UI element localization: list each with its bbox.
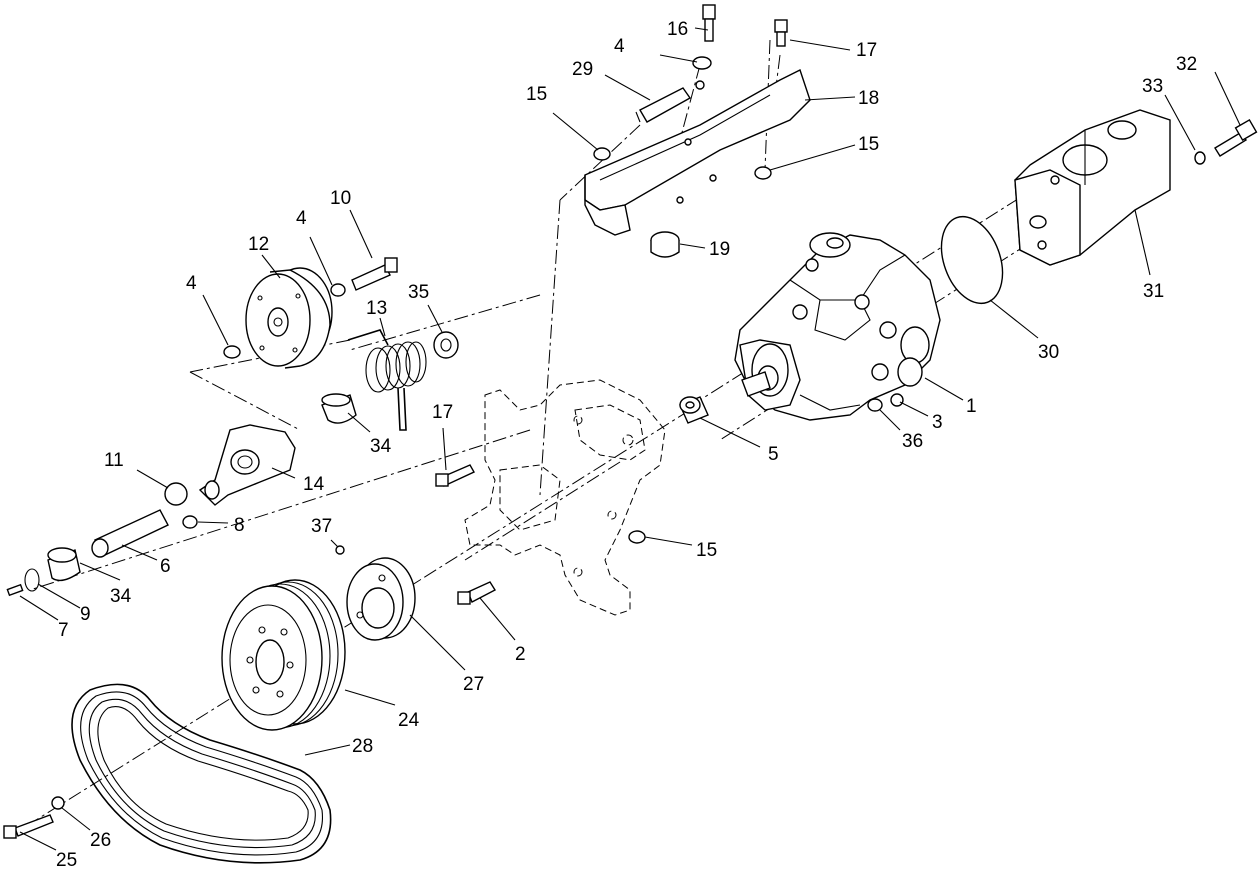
callout-1: 1	[966, 396, 977, 417]
part-6-pivot-shaft	[91, 509, 169, 558]
part-31-motor-cylinder	[1014, 109, 1171, 266]
callout-34-lower: 34	[110, 586, 132, 607]
callout-31: 31	[1143, 281, 1164, 302]
part-35-washer	[433, 331, 459, 359]
part-11-washer	[164, 482, 188, 506]
part-5-spacer	[679, 396, 709, 424]
callout-29: 29	[572, 59, 593, 80]
part-12-idler-pulley	[245, 267, 333, 369]
callout-25: 25	[56, 850, 77, 871]
callout-26: 26	[90, 830, 111, 851]
callout-18: 18	[858, 88, 879, 109]
part-34-bushing-upper	[321, 393, 357, 424]
callout-4-top: 4	[614, 36, 625, 57]
part-15-nut-lower	[628, 530, 646, 544]
part-17-bolt-lower	[435, 464, 475, 487]
callout-17-lower: 17	[432, 402, 453, 423]
part-25-bolt	[3, 814, 54, 839]
callout-6: 6	[160, 556, 171, 577]
callout-3: 3	[932, 412, 943, 433]
callout-10: 10	[330, 188, 351, 209]
callout-11: 11	[104, 450, 124, 471]
leader-lines	[19, 27, 1241, 851]
mounting-plate-phantom	[464, 379, 666, 616]
part-33-washer	[1194, 151, 1206, 165]
callout-13: 13	[366, 298, 387, 319]
callout-15-top-left: 15	[526, 84, 547, 105]
part-8-nut	[182, 515, 198, 529]
callout-8: 8	[234, 515, 245, 536]
callout-16: 16	[667, 19, 688, 40]
callout-labels: 1 2 3 4 4 4 5 6 7 8 9 10 11 12 13 14 15 …	[56, 19, 1197, 871]
part-1-pump	[734, 232, 941, 421]
callout-17-top: 17	[856, 40, 877, 61]
callout-32: 32	[1176, 54, 1197, 75]
callout-35: 35	[408, 282, 429, 303]
part-3-fitting	[890, 393, 904, 407]
part-4-washer-mid	[330, 283, 346, 297]
callout-7: 7	[58, 620, 69, 641]
callout-34-upper: 34	[370, 436, 392, 457]
part-32-bolt	[1214, 118, 1258, 157]
part-7-fitting	[6, 583, 24, 597]
part-34-bushing-lower	[47, 547, 81, 582]
callout-9: 9	[80, 604, 91, 625]
part-28-drive-belt	[71, 683, 332, 864]
part-27-hub	[346, 557, 416, 641]
callout-15-top-right: 15	[858, 134, 879, 155]
callout-33: 33	[1142, 76, 1163, 97]
part-29-pin	[635, 87, 692, 123]
callout-4-mid: 4	[296, 208, 307, 229]
part-14-idler-arm	[198, 424, 296, 506]
callout-4-left: 4	[186, 273, 197, 294]
callout-19: 19	[709, 239, 730, 260]
callout-15-lower: 15	[696, 540, 717, 561]
part-24-drive-pulley	[221, 579, 346, 731]
part-10-bolt	[351, 257, 398, 291]
part-13-torsion-spring	[347, 329, 427, 431]
callout-28: 28	[352, 736, 373, 757]
part-37-fitting	[335, 545, 345, 555]
callout-30: 30	[1038, 342, 1059, 363]
callout-14: 14	[303, 474, 325, 495]
callout-24: 24	[398, 710, 420, 731]
part-26-washer	[51, 796, 65, 810]
center-lines	[19, 39, 1051, 831]
part-17-bolt-top	[774, 19, 788, 47]
part-16-bolt	[702, 4, 716, 42]
callout-37: 37	[311, 516, 332, 537]
part-4-washer-left	[223, 345, 241, 359]
callout-12: 12	[248, 234, 269, 255]
callout-5: 5	[768, 444, 779, 465]
part-2-bolt	[457, 581, 496, 605]
callout-2: 2	[515, 644, 526, 665]
part-19-bushing	[650, 231, 680, 258]
part-15-nut-right	[754, 166, 772, 180]
callout-36: 36	[902, 431, 923, 452]
part-9-snap-ring	[24, 568, 40, 592]
part-15-nut-left	[593, 147, 611, 161]
callout-27: 27	[463, 674, 484, 695]
part-30-o-ring	[940, 215, 1004, 305]
part-4-washer-top	[692, 56, 712, 70]
part-36-washer	[867, 398, 883, 412]
part-18-bracket	[584, 69, 811, 236]
